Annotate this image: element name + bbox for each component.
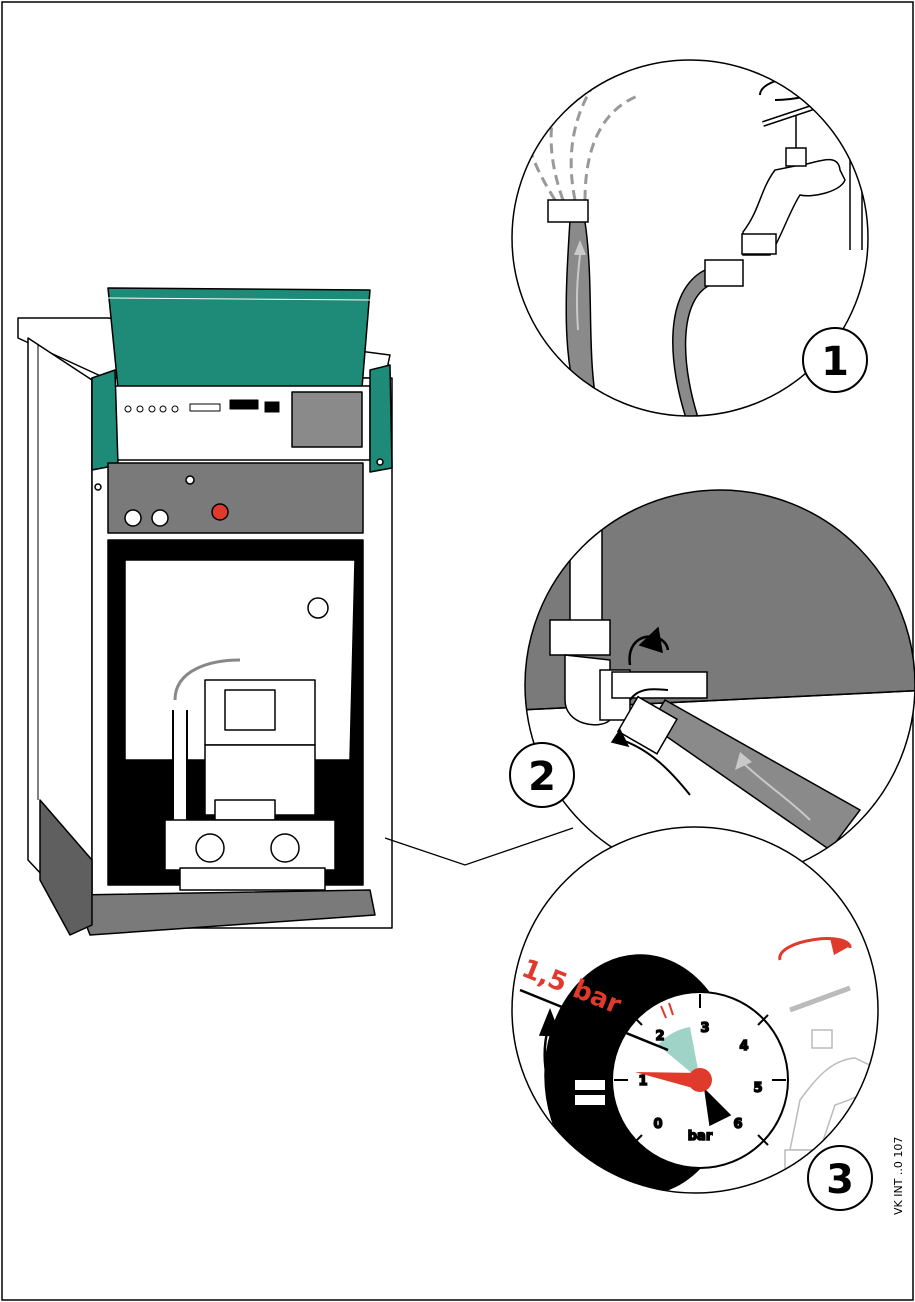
step-3-check-pressure: 0 1 2 3 4 5 6 bar 1,5 bar 3 [511, 826, 879, 1211]
gauge-label-2: 2 [655, 1029, 664, 1044]
step-2-badge [509, 742, 575, 808]
red-rotate-arrow [778, 937, 852, 961]
step-3-badge [807, 1145, 873, 1211]
target-zone [658, 1027, 700, 1080]
display-window [291, 391, 363, 448]
control-hood [107, 287, 371, 389]
water-tap [742, 158, 846, 256]
gauge-ticks [614, 994, 786, 1146]
gauge-unit: bar [688, 1129, 713, 1144]
control-dials [124, 405, 179, 413]
flow-arrow [621, 739, 691, 796]
left-side-cap [91, 369, 119, 471]
step-1-open-tap: 1 [511, 59, 869, 417]
burner-base [164, 819, 336, 871]
gauge-label-3: 3 [700, 1021, 709, 1036]
reference-code: VK INT ..0 107 [892, 1137, 905, 1215]
rotate-arrow [628, 635, 670, 666]
gauge-needle [635, 1072, 700, 1090]
gauge-label-0: 0 [653, 1117, 662, 1132]
step-2-open-fill-valve: 2 [509, 489, 915, 881]
step-3-number: 3 [826, 1157, 854, 1203]
step-2-number: 2 [528, 754, 556, 800]
reset-button [211, 503, 229, 521]
gauge-label-6: 6 [733, 1117, 742, 1132]
hose-inlet [672, 268, 711, 416]
knob-right [151, 509, 169, 527]
callout-pointer [384, 827, 574, 866]
step-1-badge [802, 327, 868, 393]
front-control-strip [107, 462, 364, 534]
gas-boiler [17, 287, 393, 936]
fill-hose [648, 698, 862, 852]
step-1-number: 1 [821, 339, 849, 385]
gauge-label-1: 1 [638, 1074, 647, 1089]
gauge-label-4: 4 [739, 1039, 748, 1054]
rotate-arrow [543, 1027, 581, 1141]
gauge-label-5: 5 [753, 1081, 762, 1096]
right-side-cap [369, 364, 393, 473]
gauge-hub [688, 1068, 712, 1092]
knob-left [124, 509, 142, 527]
valve-handle [611, 671, 708, 699]
